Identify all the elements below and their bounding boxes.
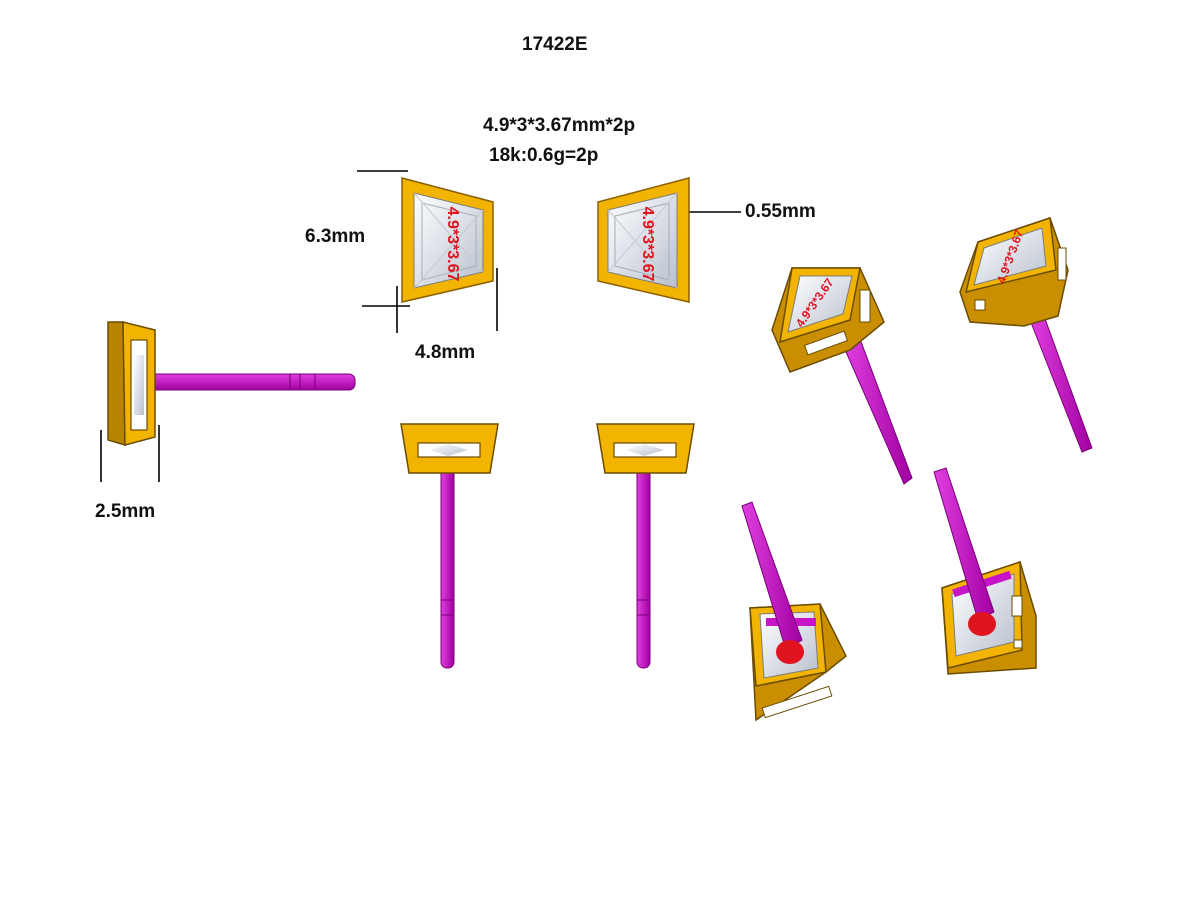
perspective-view-3 [741,501,847,722]
front-view-left: 4.9*3*3.67 [401,177,494,303]
bezel-dimension: 0.55mm [745,201,816,222]
size-spec: 4.9*3*3.67mm*2p [483,115,636,136]
thickness-dimension: 2.5mm [95,501,156,522]
perspective-view-4 [933,467,1037,675]
stone-engraving-left: 4.9*3*3.67 [444,207,461,282]
top-view-left [400,423,499,669]
width-dimension: 4.8mm [415,342,476,363]
dimension-lines [100,170,741,482]
model-number: 17422E [522,34,588,55]
top-view-right [596,423,695,669]
front-view-right: 4.9*3*3.67 [597,177,690,303]
side-view [107,321,356,447]
weight-spec: 18k:0.6g=2p [489,145,599,166]
perspective-view-2: 4.9*3*3.67 [959,216,1093,453]
stone-engraving-right: 4.9*3*3.67 [639,207,656,282]
perspective-view-1: 4.9*3*3.67 [771,267,913,485]
height-dimension: 6.3mm [305,226,366,247]
